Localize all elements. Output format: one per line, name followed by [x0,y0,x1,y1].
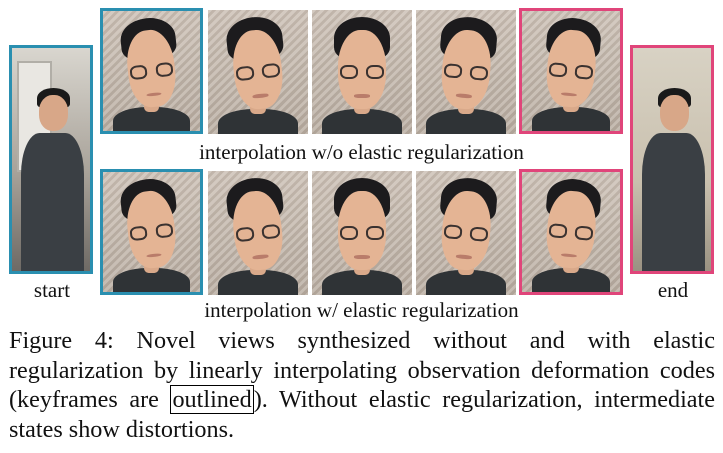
figure-caption: Figure 4: Novel views synthesized withou… [9,326,715,444]
row2-frame-5 [519,169,623,295]
row1-frame-3 [312,10,412,134]
caption-text-2: ). Without elastic regularization, inter… [9,386,715,443]
start-frame-image [9,45,93,274]
row2-frame-4 [416,171,516,295]
row1-frame-1 [100,8,203,134]
end-frame-image [630,45,714,274]
row1-frame-2 [208,10,308,134]
row2-label: interpolation w/ elastic regularization [204,298,519,322]
row1-frame-4 [416,10,516,134]
row1-label: interpolation w/o elastic regularization [199,140,524,164]
caption-text-1: Figure 4: Novel views synthesized withou… [9,327,715,413]
row2-frame-3 [312,171,412,295]
row2-frame-2 [208,171,308,295]
end-label: end [657,278,689,302]
row2-frame-1 [100,169,203,295]
caption-boxed-word: outlined [170,385,254,414]
start-label: start [33,278,71,302]
row1-frame-5 [519,8,623,134]
